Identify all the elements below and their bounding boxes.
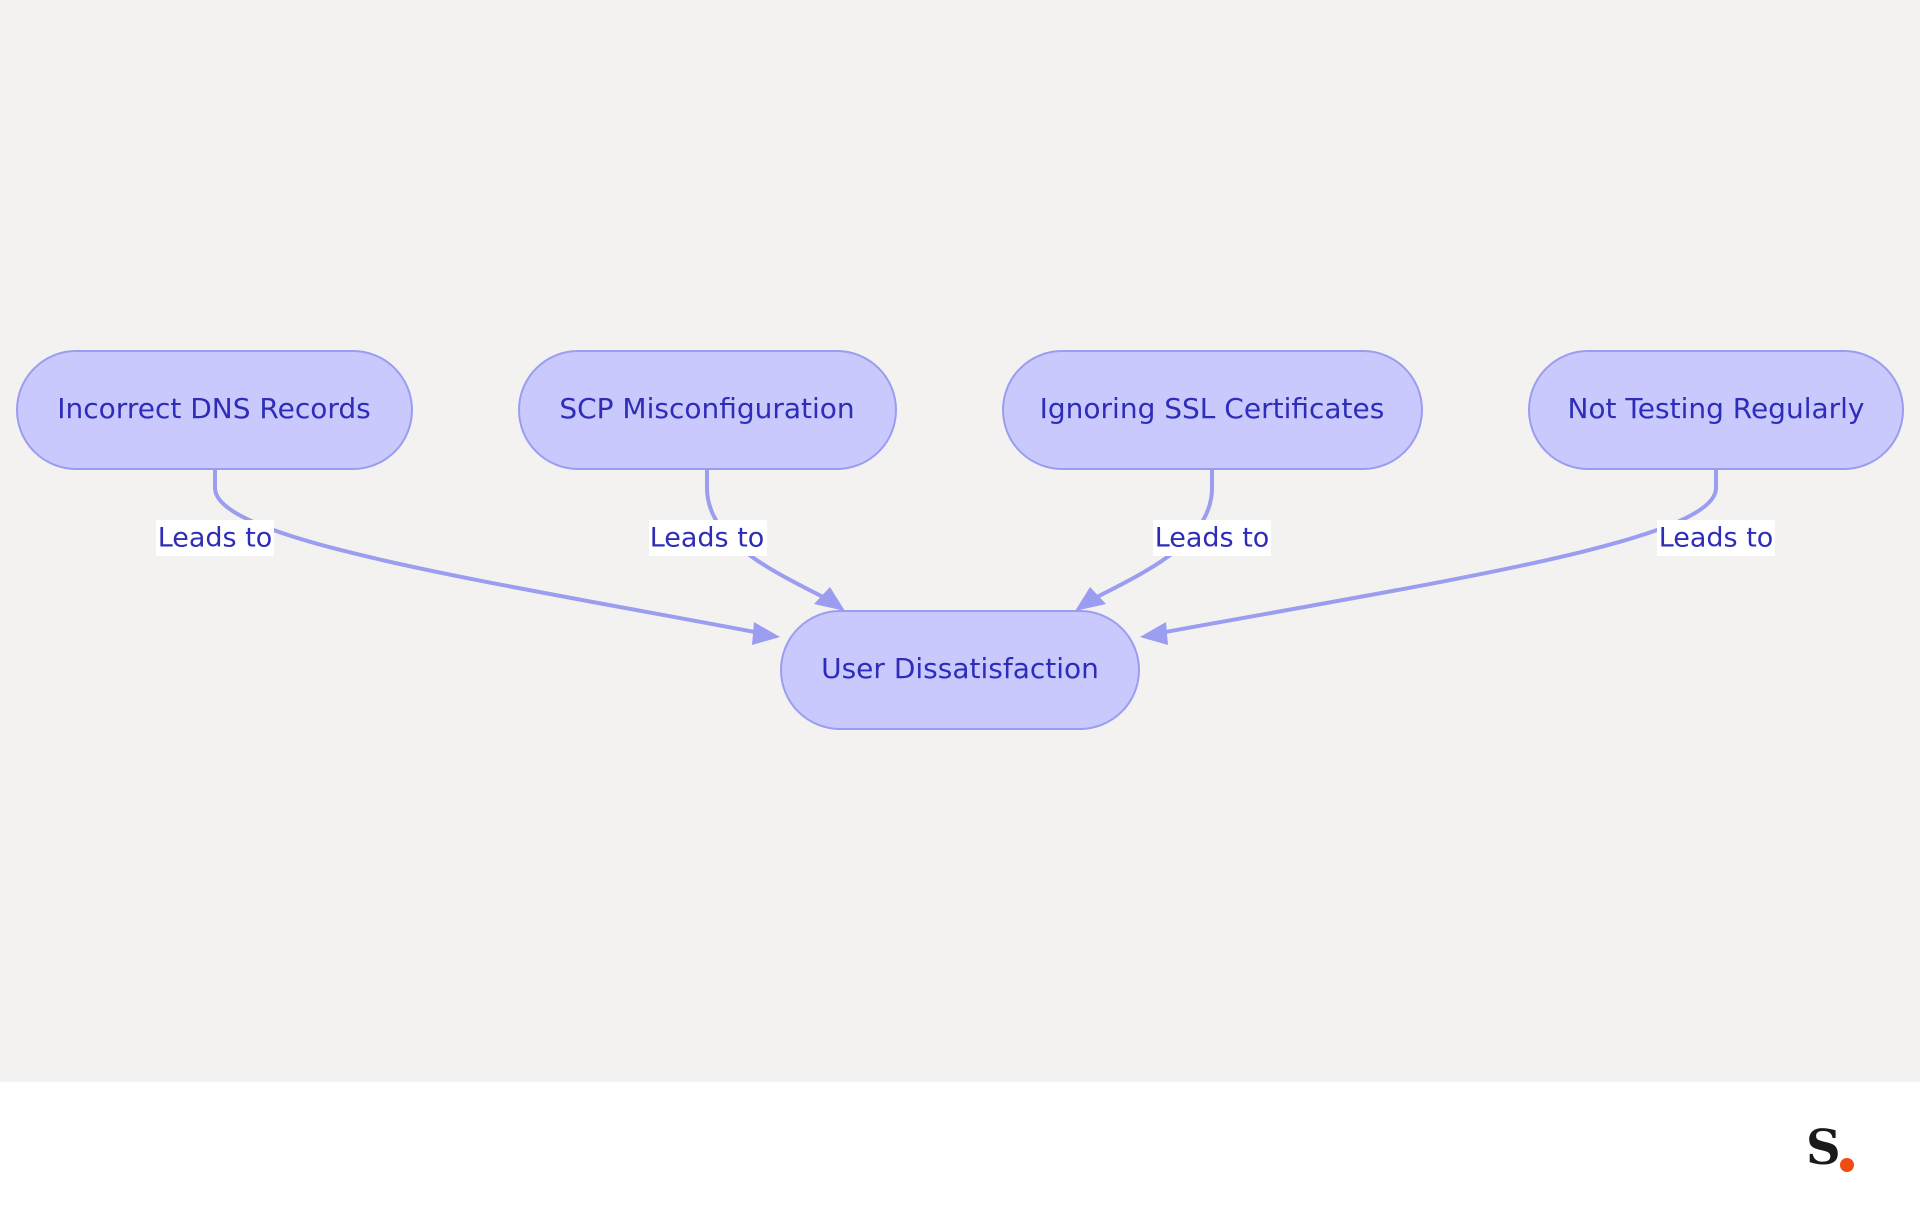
edge-dns-to-user: Leads to bbox=[156, 469, 780, 645]
node-label: SCP Misconfiguration bbox=[559, 392, 854, 425]
node-shape bbox=[518, 350, 897, 470]
edge-ssl-to-user: Leads to bbox=[1075, 469, 1271, 611]
node-label: Ignoring SSL Certificates bbox=[1040, 392, 1385, 425]
edge-test-to-user: Leads to bbox=[1140, 469, 1775, 645]
node-user-dissatisfaction[interactable]: User Dissatisfaction bbox=[780, 610, 1140, 730]
node-not-testing-regularly[interactable]: Not Testing Regularly bbox=[1528, 350, 1904, 470]
brand-logo: S bbox=[1806, 1120, 1854, 1176]
edge-scp-to-user: Leads to bbox=[649, 469, 845, 611]
logo-dot-icon bbox=[1840, 1158, 1854, 1172]
arrowhead-icon bbox=[814, 587, 845, 611]
edge-label-background bbox=[1657, 520, 1775, 556]
node-ignoring-ssl-certificates[interactable]: Ignoring SSL Certificates bbox=[1002, 350, 1423, 470]
edge-label-background bbox=[649, 520, 767, 556]
arrowhead-icon bbox=[1140, 622, 1168, 645]
edge-label: Leads to bbox=[650, 523, 765, 554]
node-shape bbox=[1528, 350, 1904, 470]
node-shape bbox=[1002, 350, 1423, 470]
edge-label: Leads to bbox=[158, 523, 273, 554]
node-scp-misconfiguration[interactable]: SCP Misconfiguration bbox=[518, 350, 897, 470]
edge-label: Leads to bbox=[1659, 523, 1774, 554]
flowchart: Leads to Leads to Leads to Leads to Inco… bbox=[16, 350, 1904, 730]
logo-letter: S bbox=[1806, 1120, 1841, 1176]
edge-line bbox=[213, 469, 761, 635]
node-shape bbox=[16, 350, 413, 470]
edge-line bbox=[1159, 469, 1718, 635]
node-label: User Dissatisfaction bbox=[821, 652, 1099, 685]
arrowhead-icon bbox=[752, 622, 780, 645]
node-label: Not Testing Regularly bbox=[1567, 392, 1864, 425]
diagram-canvas: Leads to Leads to Leads to Leads to Inco… bbox=[0, 0, 1920, 1082]
node-label: Incorrect DNS Records bbox=[57, 392, 370, 425]
edge-label-background bbox=[1153, 520, 1271, 556]
edge-label: Leads to bbox=[1155, 523, 1270, 554]
arrowhead-icon bbox=[1075, 587, 1106, 611]
edge-label-background bbox=[156, 520, 274, 556]
node-incorrect-dns-records[interactable]: Incorrect DNS Records bbox=[16, 350, 413, 470]
footer bbox=[0, 1082, 1920, 1215]
node-shape bbox=[780, 610, 1140, 730]
